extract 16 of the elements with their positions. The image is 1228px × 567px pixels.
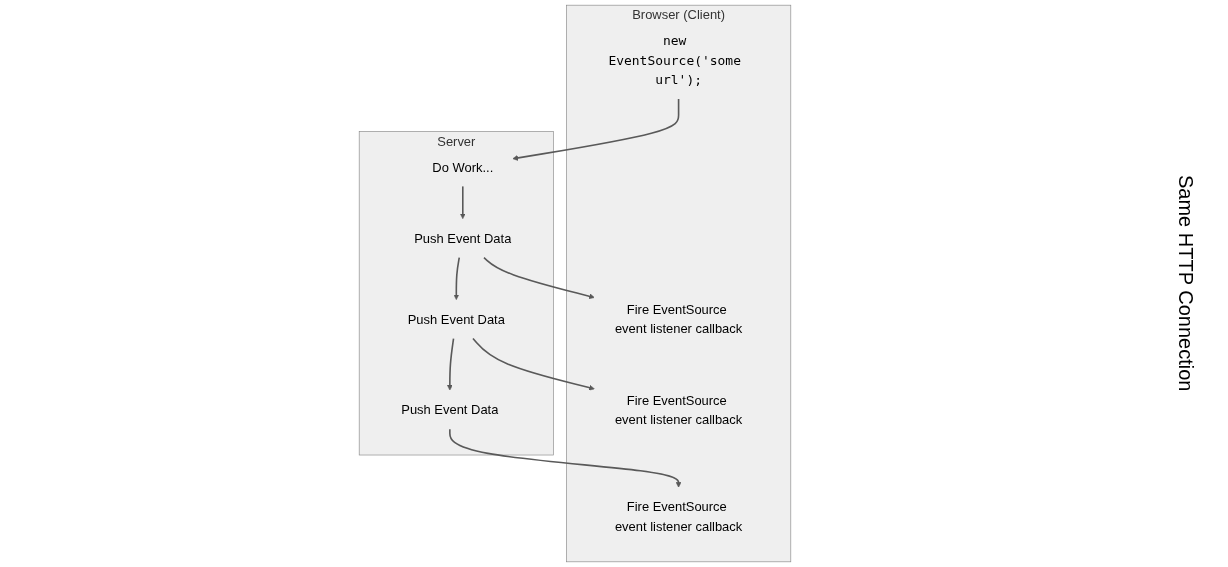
side-note: Same HTTP Connection: [1173, 175, 1197, 392]
arrow: [459, 185, 466, 220]
node-text: Push Event Data: [414, 231, 512, 246]
arrow: [483, 256, 595, 300]
node-text: Push Event Data: [407, 311, 505, 327]
node-text: Do Work...: [432, 159, 494, 175]
arrow: [512, 98, 680, 161]
node-text: Fire EventSource event listener callback: [614, 499, 743, 534]
arrow: [453, 256, 461, 300]
node-text: new EventSource('some url');: [608, 33, 741, 88]
node-text: Fire EventSource event listener callback: [614, 392, 743, 427]
node-text: Fire EventSource event listener callback: [614, 302, 743, 336]
node-text: Push Event Data: [401, 402, 499, 417]
arrow: [449, 428, 682, 488]
arrow: [447, 337, 455, 391]
arrow: [472, 337, 595, 391]
